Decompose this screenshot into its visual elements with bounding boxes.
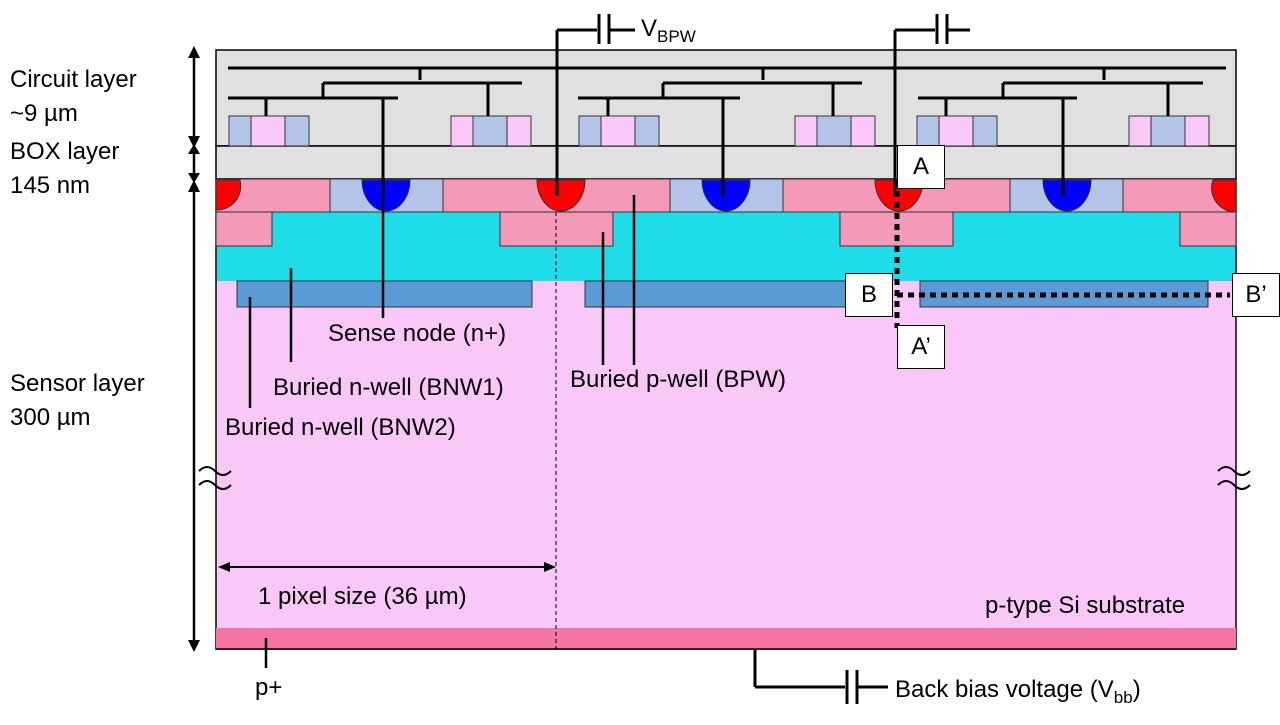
- circuit-layer-thickness: ~9 µm: [10, 100, 78, 127]
- transistor-block: [794, 115, 876, 147]
- pixel-size-arrow: [218, 562, 556, 572]
- substrate-label: p-type Si substrate: [985, 592, 1186, 619]
- cut-marker-a-prime: A’: [897, 325, 945, 369]
- bpw-voltage-label: VBPW: [641, 15, 696, 46]
- n-plus-implant: [361, 179, 411, 212]
- transistor-block: [228, 115, 310, 147]
- bnw2-region: [584, 280, 891, 308]
- n-plus-implant: [1042, 179, 1092, 212]
- cut-lines: [894, 180, 1230, 328]
- p-plus-label: p+: [255, 674, 283, 701]
- n-plus-implant: [701, 179, 751, 212]
- bnw2-label: Buried n-well (BNW2): [225, 414, 456, 441]
- bpw-label: Buried p-well (BPW): [570, 366, 787, 393]
- sense-node-label: Sense node (n+): [328, 320, 507, 347]
- p-plus-implant: [1211, 179, 1237, 213]
- box-layer-thickness: 145 nm: [10, 172, 91, 199]
- bpw-region: [215, 211, 273, 247]
- transistor-block: [916, 115, 998, 147]
- pixel-size-label: 1 pixel size (36 µm): [258, 583, 467, 610]
- p-plus-back-layer: [216, 628, 1236, 649]
- bpw-region: [1179, 211, 1237, 247]
- transistor-block: [1128, 115, 1210, 147]
- cut-marker-a: A: [897, 145, 945, 189]
- sensor-layer-thickness: 300 µm: [10, 404, 91, 431]
- back-bias-voltage-label: Back bias voltage (Vbb): [895, 676, 1141, 707]
- circuit-layer-label: Circuit layer: [10, 66, 137, 93]
- bnw1-layer: [217, 212, 1235, 281]
- p-plus-implant: [215, 179, 242, 211]
- box-layer-label: BOX layer: [10, 138, 120, 165]
- break-marks: [198, 466, 1251, 490]
- bnw2-region: [236, 280, 533, 308]
- bnw1-label: Buried n-well (BNW1): [273, 374, 504, 401]
- back-bias-wiring: [753, 649, 888, 689]
- box-layer: [215, 145, 1237, 180]
- p-plus-implant: [536, 179, 586, 212]
- leader-lines: [248, 195, 636, 668]
- cut-marker-b-prime: B’: [1232, 273, 1280, 317]
- dimension-arrows: [188, 46, 200, 652]
- sensor-layer-label: Sensor layer: [10, 370, 145, 397]
- transistor-block: [578, 115, 660, 147]
- cut-marker-b: B: [845, 273, 893, 317]
- metal-wiring: [228, 28, 1226, 196]
- transistor-block: [450, 115, 532, 147]
